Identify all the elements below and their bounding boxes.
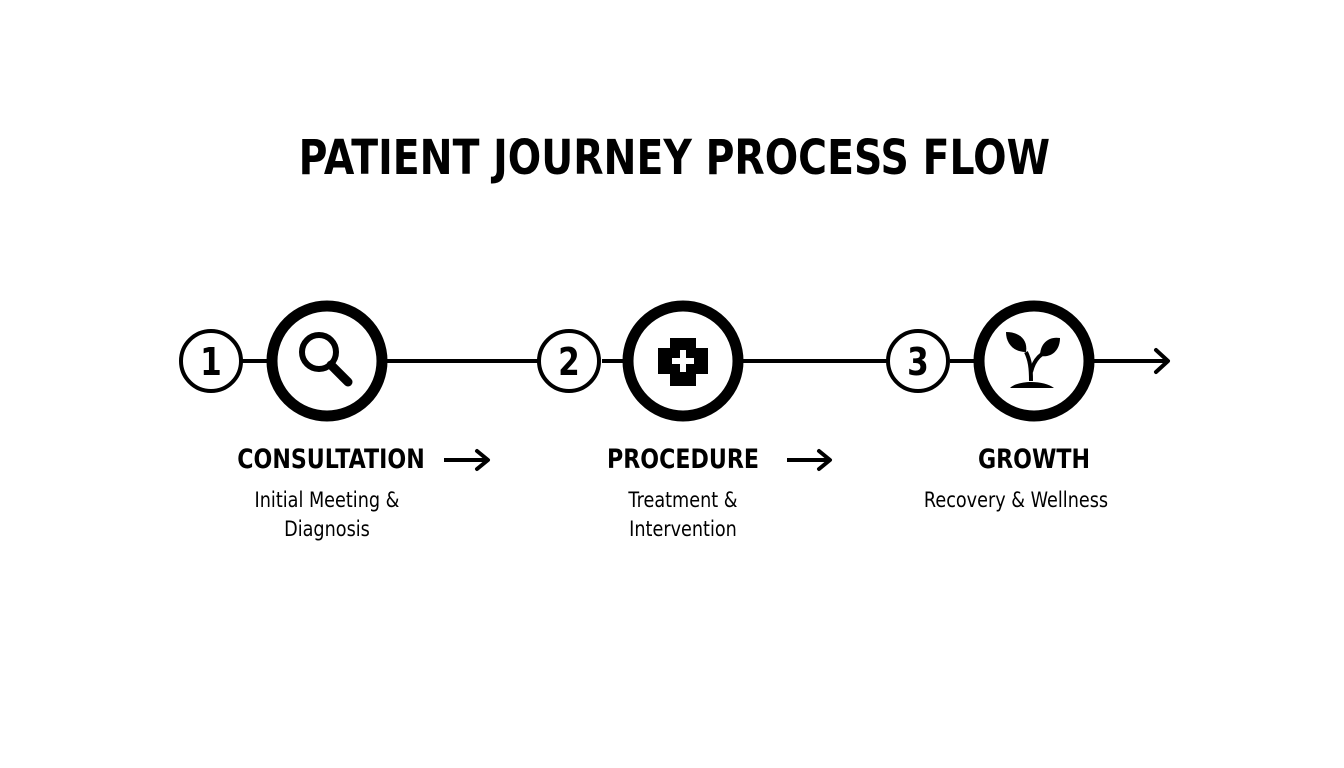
step-3-number: 3 <box>907 341 929 385</box>
step-1-icon-circle <box>266 300 388 422</box>
page-title: PATIENT JOURNEY PROCESS FLOW <box>298 130 1051 186</box>
step-1-label: CONSULTATION <box>237 444 425 475</box>
magnifier-icon <box>299 332 353 387</box>
step-3-icon-circle <box>973 300 1095 422</box>
step-1-number: 1 <box>200 341 222 385</box>
step-3-number-badge: 3 <box>886 329 950 393</box>
medical-cross-icon <box>658 338 708 386</box>
step-3-label: GROWTH <box>977 444 1091 475</box>
step-2-label: PROCEDURE <box>606 444 760 475</box>
step-1-description-line1: Initial Meeting & <box>254 488 400 512</box>
arrow-end-icon <box>1154 348 1170 374</box>
label-arrow-2-icon <box>787 449 832 471</box>
step-2-icon-circle <box>622 300 744 422</box>
step-2-description-line2: Intervention <box>629 517 737 541</box>
seedling-icon <box>1006 332 1060 388</box>
step-2-description-line1: Treatment & <box>628 488 738 512</box>
step-3-description-line1: Recovery & Wellness <box>923 488 1109 512</box>
step-2-number: 2 <box>558 341 580 385</box>
label-arrow-1-icon <box>444 449 490 471</box>
step-2-number-badge: 2 <box>537 329 601 393</box>
step-1-description-line2: Diagnosis <box>284 517 370 541</box>
step-1-number-badge: 1 <box>179 329 243 393</box>
